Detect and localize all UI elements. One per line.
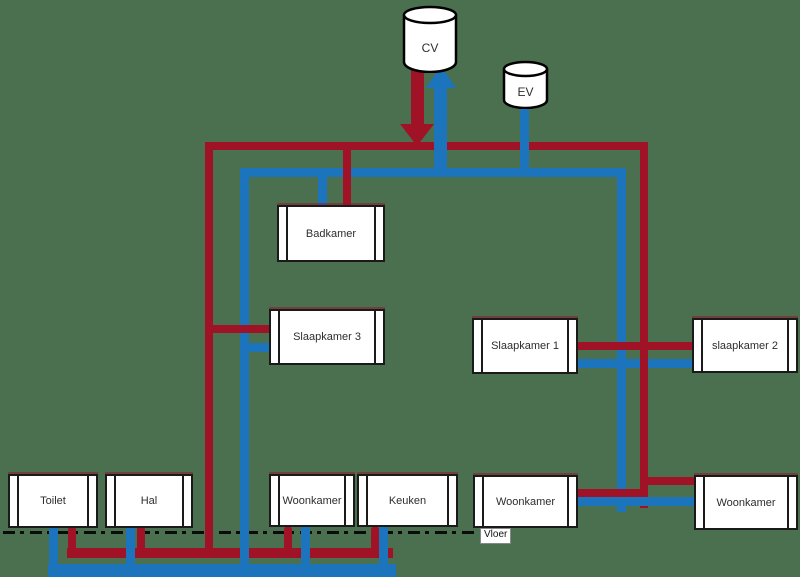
radiator-inner-line bbox=[703, 477, 705, 528]
pipe-return-slaapkamer3-branch bbox=[244, 343, 271, 352]
cv-supply-arrow-icon bbox=[400, 124, 434, 146]
radiator-inner-line bbox=[17, 476, 19, 526]
cv-boiler-cylinder[interactable]: CV bbox=[402, 5, 458, 73]
pipe-supply-stub-toilet bbox=[68, 526, 76, 552]
pipe-return-stub-hal bbox=[126, 526, 135, 566]
room-label: Woonkamer bbox=[495, 495, 556, 508]
radiator-inner-line bbox=[374, 207, 376, 260]
pipe-supply-right-riser bbox=[640, 142, 648, 508]
radiator-inner-line bbox=[114, 476, 116, 526]
room-label: Slaapkamer 3 bbox=[293, 331, 361, 343]
radiator-inner-line bbox=[374, 311, 376, 363]
room-woonkamer-left[interactable]: Woonkamer bbox=[269, 474, 355, 527]
pipe-return-stub-woonkamer bbox=[301, 526, 310, 566]
radiator-inner-line bbox=[182, 476, 184, 526]
pipe-supply-badkamer-drop bbox=[343, 142, 351, 206]
cylinder-body bbox=[502, 69, 549, 109]
pipe-supply-woonkamer-right-branch bbox=[644, 477, 696, 485]
pipe-supply-slaapkamer3-branch bbox=[205, 325, 271, 333]
pipe-return-right-riser bbox=[617, 168, 626, 512]
room-hal[interactable]: Hal bbox=[105, 474, 193, 528]
radiator-inner-line bbox=[787, 477, 789, 528]
pipe-return-slaapkamer12-line bbox=[578, 359, 694, 368]
pipe-supply-left-riser bbox=[205, 142, 213, 558]
room-label: Slaapkamer 1 bbox=[491, 340, 559, 352]
pipe-supply-woonkamer-mid-branch bbox=[578, 489, 648, 497]
radiator-inner-line bbox=[344, 476, 346, 525]
room-slaapkamer3[interactable]: Slaapkamer 3 bbox=[269, 309, 385, 365]
ev-vessel-cylinder[interactable]: EV bbox=[502, 60, 549, 109]
pipe-supply-main-top bbox=[205, 142, 648, 150]
pipe-supply-stub-woonkamer bbox=[284, 526, 292, 552]
room-label: slaapkamer 2 bbox=[711, 339, 779, 352]
pipe-return-stub-toilet bbox=[49, 526, 58, 566]
room-label: Woonkamer bbox=[716, 496, 776, 509]
radiator-inner-line bbox=[567, 320, 569, 372]
pipe-supply-stub-hal bbox=[137, 526, 145, 552]
radiator-inner-line bbox=[278, 476, 280, 525]
cylinder-top bbox=[502, 60, 549, 78]
pipe-return-badkamer-drop bbox=[318, 168, 327, 206]
cv-supply-arrow-shaft bbox=[411, 66, 424, 126]
pipe-supply-slaapkamer12-line bbox=[578, 342, 694, 350]
room-label: Badkamer bbox=[305, 227, 357, 240]
pipe-return-left-riser bbox=[240, 168, 249, 576]
room-label: Hal bbox=[140, 495, 158, 507]
room-badkamer[interactable]: Badkamer bbox=[277, 205, 385, 262]
pipe-return-stub-keuken bbox=[379, 526, 388, 566]
cylinder-top bbox=[402, 5, 458, 25]
room-label: Woonkamer bbox=[282, 494, 342, 507]
pipe-return-main-top bbox=[240, 168, 626, 177]
radiator-inner-line bbox=[567, 477, 569, 526]
radiator-inner-line bbox=[278, 311, 280, 363]
floor-label: Vloer bbox=[480, 528, 512, 544]
room-woonkamer-mid[interactable]: Woonkamer bbox=[473, 475, 578, 528]
cylinder-body bbox=[402, 15, 458, 73]
room-woonkamer-right[interactable]: Woonkamer bbox=[694, 475, 798, 530]
pipe-return-ev-drop bbox=[520, 103, 529, 173]
cv-label: CV bbox=[422, 41, 439, 55]
cv-return-arrow-shaft bbox=[434, 86, 447, 172]
radiator-inner-line bbox=[482, 477, 484, 526]
radiator-inner-line bbox=[87, 476, 89, 526]
radiator-inner-line bbox=[286, 207, 288, 260]
ev-label: EV bbox=[517, 85, 533, 99]
room-keuken[interactable]: Keuken bbox=[357, 474, 458, 527]
pipe-supply-floor-main bbox=[67, 548, 393, 558]
room-label: Toilet bbox=[40, 495, 66, 507]
room-toilet[interactable]: Toilet bbox=[8, 474, 98, 528]
radiator-inner-line bbox=[447, 476, 449, 525]
radiator-inner-line bbox=[787, 320, 789, 371]
pipe-return-woonkamer-line bbox=[578, 497, 696, 506]
room-slaapkamer2[interactable]: slaapkamer 2 bbox=[692, 318, 798, 373]
pipe-supply-stub-keuken bbox=[371, 526, 379, 552]
radiator-inner-line bbox=[366, 476, 368, 525]
pipe-return-floor-main bbox=[48, 564, 396, 577]
room-label: Keuken bbox=[388, 494, 427, 507]
room-slaapkamer1[interactable]: Slaapkamer 1 bbox=[472, 318, 578, 374]
radiator-inner-line bbox=[701, 320, 703, 371]
radiator-inner-line bbox=[481, 320, 483, 372]
